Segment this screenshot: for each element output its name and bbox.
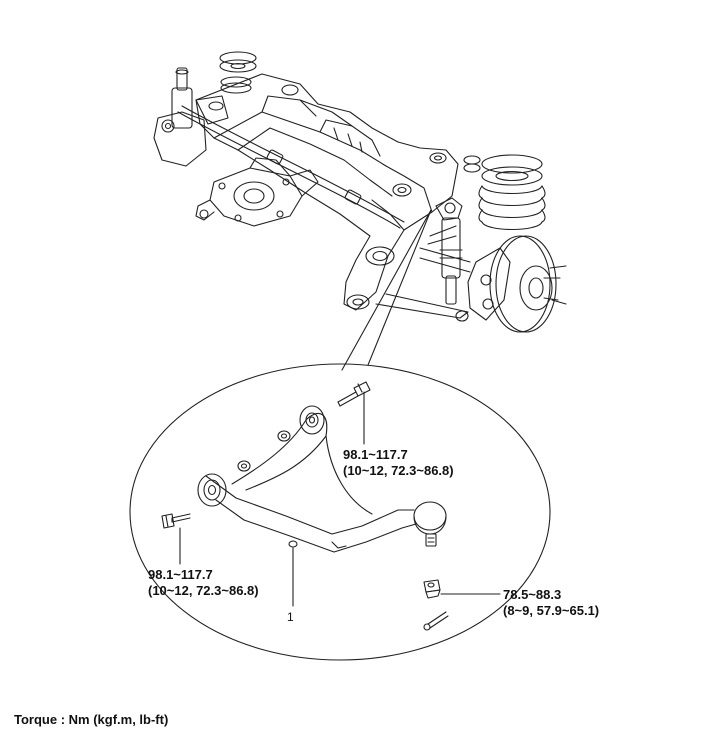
- upper-arm-detail: [161, 381, 449, 631]
- torque-value-nm: 78.5~88.3: [503, 587, 562, 602]
- part-number-label: 1: [287, 610, 294, 624]
- torque-value-nm: 98.1~117.7: [148, 567, 213, 582]
- torque-value-alt-units: (10~12, 72.3~86.8): [148, 583, 259, 598]
- subframe-body: [195, 73, 459, 311]
- torque-value-alt-units: (8~9, 57.9~65.1): [503, 603, 600, 618]
- detail-leader-lines: [341, 209, 432, 371]
- stabilizer-bar-icon: [177, 105, 405, 229]
- bolt-lower-icon: [161, 513, 191, 529]
- subframe-mount-bushing-icon: [219, 51, 257, 94]
- upper-arm-icon: [197, 405, 447, 553]
- detail-view-circle: [129, 363, 551, 661]
- differential-icon: [195, 157, 319, 227]
- nut-icon: [237, 460, 251, 472]
- cotter-pin-icon: [423, 611, 449, 631]
- torque-unit-note: Torque : Nm (kgf.m, lb-ft): [14, 712, 169, 727]
- torque-spec-lower-bolt: 98.1~117.7 (10~12, 72.3~86.8): [148, 567, 259, 599]
- rear-lower-arm-icon: [375, 225, 471, 322]
- castle-nut-icon: [423, 579, 441, 599]
- nut-icon: [277, 430, 291, 442]
- right-shock-absorber-icon: [435, 197, 463, 305]
- left-shock-absorber-icon: [171, 67, 193, 129]
- bolt-upper-icon: [337, 381, 371, 407]
- torque-spec-castle-nut: 78.5~88.3 (8~9, 57.9~65.1): [503, 587, 599, 619]
- coil-spring-icon: [463, 154, 546, 230]
- torque-value-alt-units: (10~12, 72.3~86.8): [343, 463, 454, 478]
- rear-subframe-assembly: [153, 51, 567, 333]
- torque-spec-upper-bolt: 98.1~117.7 (10~12, 72.3~86.8): [343, 447, 454, 479]
- left-knuckle-icon: [153, 95, 229, 167]
- torque-value-nm: 98.1~117.7: [343, 447, 408, 462]
- brake-disc-hub-icon: [467, 235, 567, 333]
- callout-leader-lines: [179, 391, 501, 607]
